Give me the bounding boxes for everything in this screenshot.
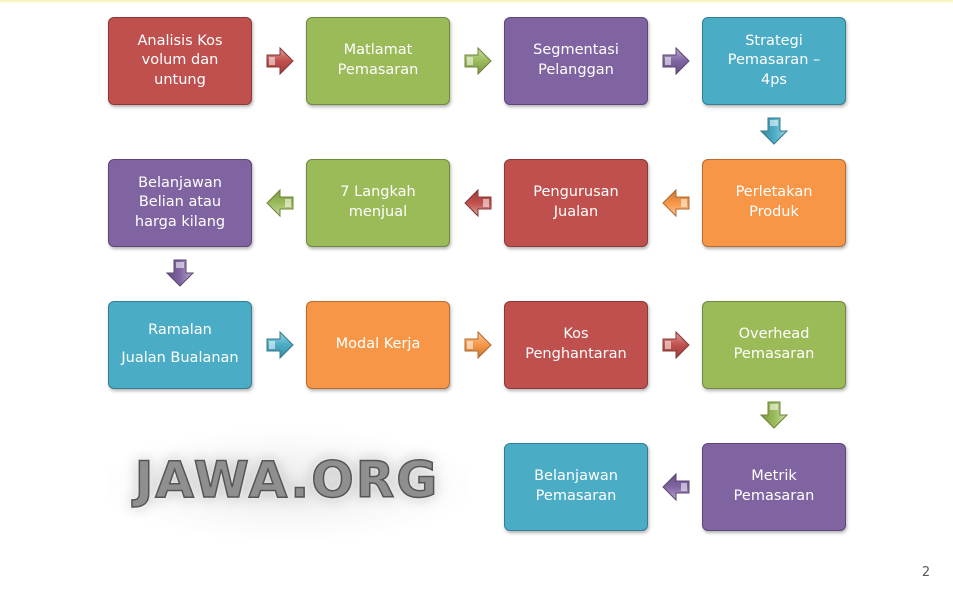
arrow-shape bbox=[759, 117, 789, 145]
arrow-down-icon bbox=[758, 115, 790, 147]
arrow-shape bbox=[662, 330, 690, 360]
step-7-langkah-menjual: 7 Langkah menjual bbox=[306, 159, 450, 247]
step-overhead-pemasaran: Overhead Pemasaran bbox=[702, 301, 846, 389]
arrow-highlight bbox=[269, 57, 275, 65]
arrow-right-icon bbox=[264, 45, 296, 77]
arrow-shape bbox=[165, 259, 195, 287]
arrow-shape bbox=[266, 188, 294, 218]
arrow-shape bbox=[464, 46, 492, 76]
step-ramalan-jualan: Ramalan Jualan Bualanan bbox=[108, 301, 252, 389]
arrow-down-icon bbox=[758, 399, 790, 431]
arrow-right-icon bbox=[264, 329, 296, 361]
step-strategi-pemasaran: Strategi Pemasaran – 4ps bbox=[702, 17, 846, 105]
arrow-shape bbox=[662, 188, 690, 218]
arrow-left-icon bbox=[462, 187, 494, 219]
step-belanjawan-belian: Belanjawan Belian atau harga kilang bbox=[108, 159, 252, 247]
arrow-shape bbox=[266, 330, 294, 360]
step-analisis-kos: Analisis Kos volum dan untung bbox=[108, 17, 252, 105]
arrow-highlight bbox=[285, 199, 291, 207]
arrow-highlight bbox=[467, 57, 473, 65]
arrow-highlight bbox=[681, 199, 687, 207]
arrow-left-icon bbox=[660, 471, 692, 503]
top-accent-bar bbox=[0, 0, 953, 3]
step-matlamat-pemasaran: Matlamat Pemasaran bbox=[306, 17, 450, 105]
arrow-right-icon bbox=[660, 329, 692, 361]
arrow-shape bbox=[662, 472, 690, 502]
arrow-highlight bbox=[176, 262, 184, 268]
arrow-right-icon bbox=[660, 45, 692, 77]
arrow-highlight bbox=[681, 483, 687, 491]
arrow-highlight bbox=[770, 404, 778, 410]
arrow-shape bbox=[464, 330, 492, 360]
arrow-left-icon bbox=[660, 187, 692, 219]
step-belanjawan-pemasaran: Belanjawan Pemasaran bbox=[504, 443, 648, 531]
arrow-highlight bbox=[665, 57, 671, 65]
arrow-highlight bbox=[467, 341, 473, 349]
arrow-highlight bbox=[665, 341, 671, 349]
page-number: 2 bbox=[921, 565, 931, 580]
arrow-right-icon bbox=[462, 329, 494, 361]
step-segmentasi-pelanggan: Segmentasi Pelanggan bbox=[504, 17, 648, 105]
arrow-left-icon bbox=[264, 187, 296, 219]
step-kos-penghantaran: Kos Penghantaran bbox=[504, 301, 648, 389]
step-modal-kerja: Modal Kerja bbox=[306, 301, 450, 389]
step-pengurusan-jualan: Pengurusan Jualan bbox=[504, 159, 648, 247]
watermark-logo: JAWA.ORG bbox=[134, 450, 440, 510]
step-perletakan-produk: Perletakan Produk bbox=[702, 159, 846, 247]
arrow-shape bbox=[662, 46, 690, 76]
arrow-highlight bbox=[269, 341, 275, 349]
arrow-down-icon bbox=[164, 257, 196, 289]
arrow-right-icon bbox=[462, 45, 494, 77]
step-metrik-pemasaran: Metrik Pemasaran bbox=[702, 443, 846, 531]
arrow-highlight bbox=[483, 199, 489, 207]
arrow-shape bbox=[266, 46, 294, 76]
arrow-highlight bbox=[770, 120, 778, 126]
arrow-shape bbox=[464, 188, 492, 218]
watermark-glow bbox=[108, 430, 468, 540]
arrow-shape bbox=[759, 401, 789, 429]
